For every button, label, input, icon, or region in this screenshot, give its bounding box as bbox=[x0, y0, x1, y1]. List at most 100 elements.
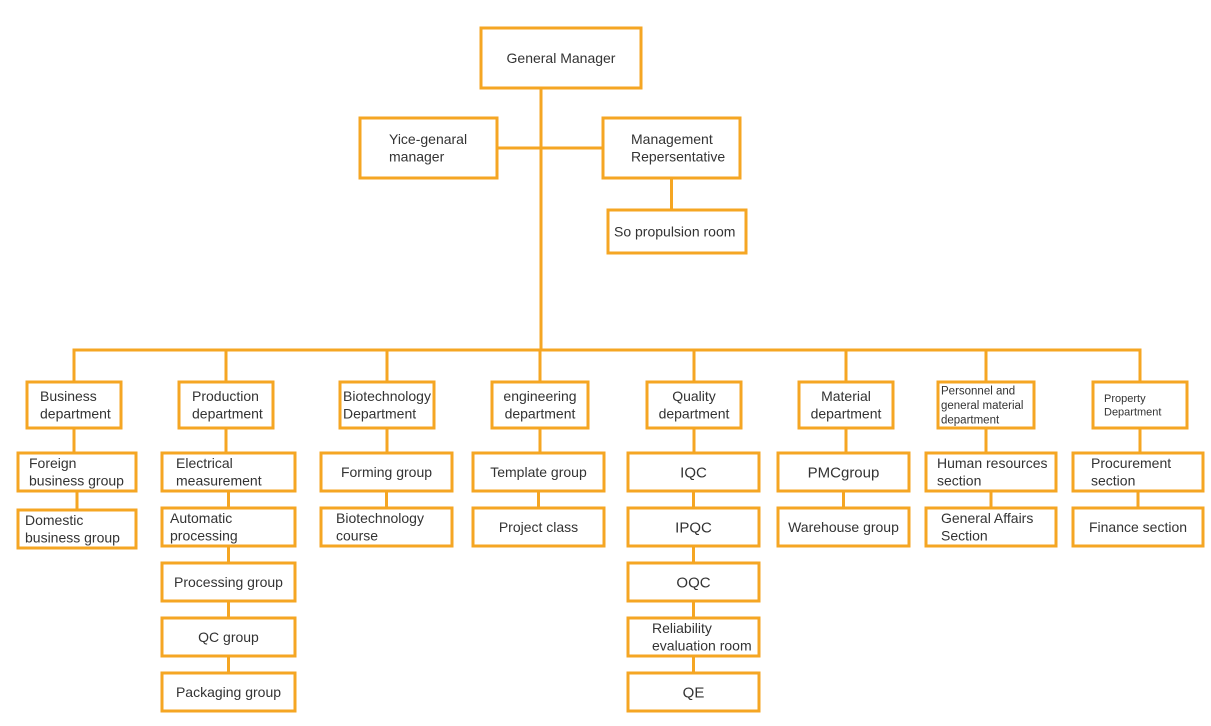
node-ed: engineering department bbox=[490, 380, 590, 430]
node-btc-label-0: Biotechnology bbox=[336, 510, 424, 526]
node-ap-label-1: processing bbox=[170, 528, 238, 544]
node-qcg-label-0: QC group bbox=[198, 629, 259, 645]
node-pgm: Personnel and general material department bbox=[936, 380, 1036, 430]
node-btc-label-1: course bbox=[336, 528, 378, 544]
node-tg-label-0: Template group bbox=[490, 464, 587, 480]
node-fbg: Foreign business group bbox=[16, 451, 138, 493]
node-ap-label-0: Automatic bbox=[170, 510, 232, 526]
edge-gm-mr bbox=[539, 86, 605, 150]
node-qd: Quality department bbox=[645, 380, 743, 430]
connector-lines bbox=[72, 86, 1142, 675]
node-fbg-label-1: business group bbox=[29, 473, 124, 489]
node-fg-label-0: Forming group bbox=[341, 464, 432, 480]
node-gm-label-0: General Manager bbox=[507, 50, 616, 66]
node-pkg-box bbox=[160, 671, 297, 713]
node-pmc: PMCgroup bbox=[776, 451, 911, 493]
node-pgm-label-1: general material bbox=[941, 400, 1023, 412]
node-gm-box bbox=[479, 26, 643, 90]
node-fg: Forming group bbox=[319, 451, 454, 493]
node-pd: Production department bbox=[177, 380, 275, 430]
org-nodes: General ManagerYice-genaralmanagerManage… bbox=[16, 26, 1205, 713]
node-iqc-box bbox=[626, 451, 761, 493]
node-qd-label-1: department bbox=[659, 406, 730, 422]
node-spr: So propulsion room bbox=[606, 208, 748, 255]
node-dbg-label-1: business group bbox=[25, 530, 120, 546]
node-mr-label-1: Repersentative bbox=[631, 149, 725, 165]
node-gas-label-0: General Affairs bbox=[941, 510, 1033, 526]
node-oqc-label-0: OQC bbox=[676, 574, 710, 591]
node-pg-label-0: Processing group bbox=[174, 574, 283, 590]
node-pg-box bbox=[160, 561, 297, 603]
node-fg-box bbox=[319, 451, 454, 493]
node-rer-box bbox=[626, 616, 761, 658]
node-btd-label-1: Department bbox=[343, 406, 416, 422]
node-btd-box bbox=[338, 380, 436, 430]
node-spr-box bbox=[606, 208, 748, 255]
node-ap-box bbox=[160, 506, 297, 548]
node-pmc-label-0: PMCgroup bbox=[808, 464, 880, 481]
node-qe: QE bbox=[626, 671, 761, 713]
node-pd-label-1: department bbox=[192, 406, 263, 422]
node-rer-label-0: Reliability bbox=[652, 620, 712, 636]
node-qd-label-0: Quality bbox=[672, 388, 716, 404]
node-ipqc: IPQC bbox=[626, 506, 761, 548]
node-vgm-label-1: manager bbox=[389, 149, 445, 165]
node-ed-label-0: engineering bbox=[503, 388, 576, 404]
node-tg-box bbox=[471, 451, 606, 493]
node-btc: Biotechnology course bbox=[319, 506, 454, 548]
node-iqc: IQC bbox=[626, 451, 761, 493]
node-pc-label-0: Project class bbox=[499, 519, 578, 535]
node-mr-label-0: Management bbox=[631, 131, 713, 147]
node-em-label-1: measurement bbox=[176, 473, 262, 489]
node-gas-label-1: Section bbox=[941, 528, 988, 544]
node-ipqc-box bbox=[626, 506, 761, 548]
node-pd-label-0: Production bbox=[192, 388, 259, 404]
node-vgm-box bbox=[358, 116, 499, 180]
node-pc: Project class bbox=[471, 506, 606, 548]
node-em-box bbox=[160, 451, 297, 493]
node-pmc-box bbox=[776, 451, 911, 493]
node-fs-box bbox=[1071, 506, 1205, 548]
edge-gm-prd bbox=[539, 86, 1142, 384]
node-iqc-label-0: IQC bbox=[680, 464, 707, 481]
node-spr-label-0: So propulsion room bbox=[614, 223, 735, 239]
node-hrs: Human resources section bbox=[924, 451, 1058, 493]
node-hrs-box bbox=[924, 451, 1058, 493]
node-pc-box bbox=[471, 506, 606, 548]
node-fbg-label-0: Foreign bbox=[29, 455, 76, 471]
node-ipqc-label-0: IPQC bbox=[675, 519, 712, 536]
node-ps-label-1: section bbox=[1091, 473, 1135, 489]
edge-gm-vgm bbox=[495, 86, 543, 150]
node-pkg-label-0: Packaging group bbox=[176, 684, 281, 700]
node-mr-box bbox=[601, 116, 742, 180]
node-fs-label-0: Finance section bbox=[1089, 519, 1187, 535]
node-wg-box bbox=[776, 506, 911, 548]
node-pgm-label-0: Personnel and bbox=[941, 386, 1015, 398]
node-prd-box bbox=[1091, 380, 1189, 430]
node-hrs-label-1: section bbox=[937, 473, 981, 489]
node-bd-label-0: Business bbox=[40, 388, 97, 404]
node-qd-box bbox=[645, 380, 743, 430]
node-bd-box bbox=[25, 380, 123, 430]
node-tg: Template group bbox=[471, 451, 606, 493]
node-pgm-label-2: department bbox=[941, 414, 1000, 426]
node-oqc: OQC bbox=[626, 561, 761, 603]
node-hrs-label-0: Human resources bbox=[937, 455, 1048, 471]
node-gas-box bbox=[924, 506, 1058, 548]
node-oqc-box bbox=[626, 561, 761, 603]
node-prd-label-0: Property bbox=[1104, 393, 1146, 405]
node-pd-box bbox=[177, 380, 275, 430]
node-fbg-box bbox=[16, 451, 138, 493]
node-ed-label-1: department bbox=[505, 406, 576, 422]
node-qe-box bbox=[626, 671, 761, 713]
node-ap: Automatic processing bbox=[160, 506, 297, 548]
node-prd-label-1: Department bbox=[1104, 407, 1161, 419]
node-qe-label-0: QE bbox=[683, 684, 705, 701]
node-fs: Finance section bbox=[1071, 506, 1205, 548]
node-gm: General Manager bbox=[479, 26, 643, 90]
